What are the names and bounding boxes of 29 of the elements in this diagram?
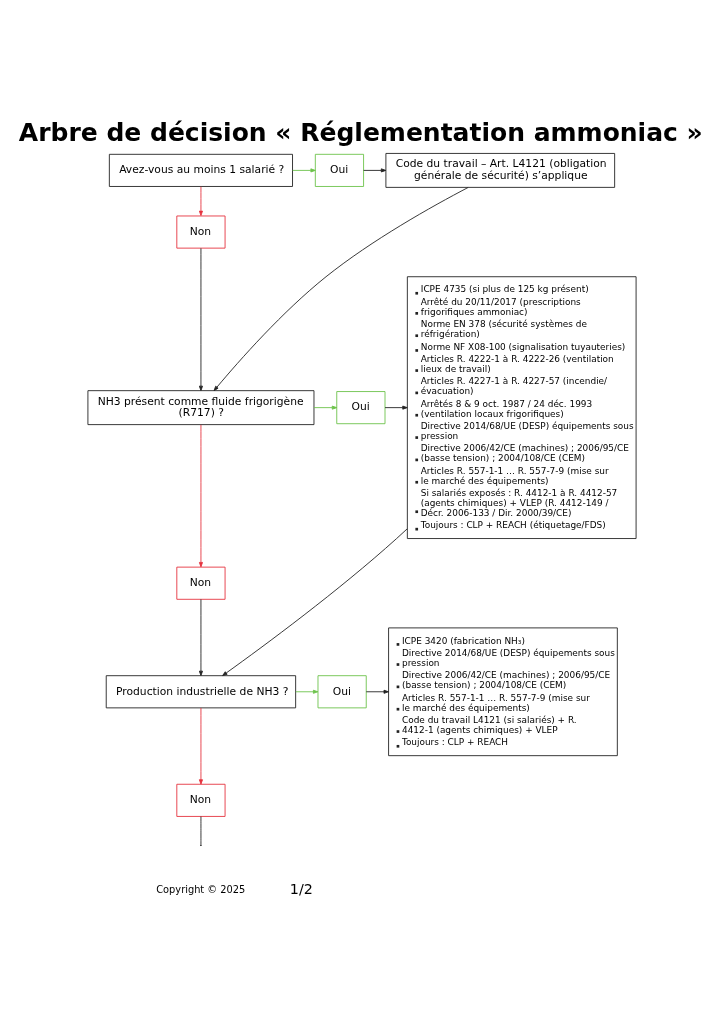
node-box: Non bbox=[176, 215, 226, 249]
arrow bbox=[198, 247, 203, 391]
arrow bbox=[198, 423, 203, 567]
label: 1/2 bbox=[289, 880, 313, 897]
arrow bbox=[213, 186, 469, 391]
node-box: Non bbox=[176, 566, 226, 600]
connector bbox=[200, 815, 202, 845]
arrow bbox=[295, 689, 319, 694]
arrow bbox=[198, 707, 203, 785]
arrow bbox=[198, 598, 203, 676]
node-box: Oui bbox=[314, 153, 364, 187]
node-box: Code du travail – Art. L4121 (obligation générale de sécurité) s’applique bbox=[385, 152, 616, 188]
arrow bbox=[363, 167, 387, 172]
arrow bbox=[222, 527, 408, 676]
arrow bbox=[365, 689, 389, 694]
node-box: Non bbox=[176, 783, 226, 817]
node-box: Avez-vous au moins 1 salarié ? bbox=[108, 153, 293, 187]
diagram-title: Arbre de décision « Réglementation ammoniac » bbox=[18, 117, 703, 147]
arrow bbox=[384, 405, 408, 410]
arrow bbox=[292, 167, 316, 172]
node-box: Production industrielle de NH3 ? bbox=[105, 674, 297, 708]
node-box: NH3 présent comme fluide frigorigène (R717) ? bbox=[87, 389, 315, 425]
arrow bbox=[313, 405, 338, 410]
node-box: Oui bbox=[317, 674, 367, 708]
label: Copyright © 2025 bbox=[156, 883, 246, 895]
node-box: ICPE 4735 (si plus de 125 kg présent) Arrêté du 20/11/2017 (prescriptions frigorifiques ammoniac) Norme EN 378 (sécurité systèmes de réfrigération) Norme NF X08-100 (signalisation tuyauteries) Articles R. 4222-1 à R. 4222-26 (ventilation lieux de travail) Articles R. 4227-1 à R. 4227-57 (incendie/ évacuation) Arrêtés 8 & 9 oct. 1987 / 24 déc. 1993 (ventilation locaux frigorifiques) Directive 2014/68/UE (DESP) équipements sous pression Directive 2006/42/CE (machines) ; 2006/95/CE (basse tension) ; 2004/108/CE (CEM) Articles R. 557-1-1 … R. 557-7-9 (mise sur le marché des équipements) Si salariés exposés : R. 4412-1 à R. 4412-57 (agents chimiques) + VLEP (R. 4412-149 / Décr. 2006-133 / Dir. 2000/39/CE) Toujours : CLP + REACH (étiquetage/FDS) bbox=[406, 275, 637, 539]
node-box: Oui bbox=[336, 390, 386, 424]
node-box: ICPE 3420 (fabrication NH₃) Directive 2014/68/UE (DESP) équipements sous pression Directive 2006/42/CE (machines) ; 2006/95/CE (basse tension) ; 2004/108/CE (CEM) Articles R. 557-1-1 … R. 557-7-9 (mise sur le marché des équipements) Code du travail L4121 (si salariés) + R. 4412-1 (agents chimiques) + VLEP Toujours : CLP + REACH bbox=[388, 626, 618, 756]
arrow bbox=[198, 185, 203, 216]
